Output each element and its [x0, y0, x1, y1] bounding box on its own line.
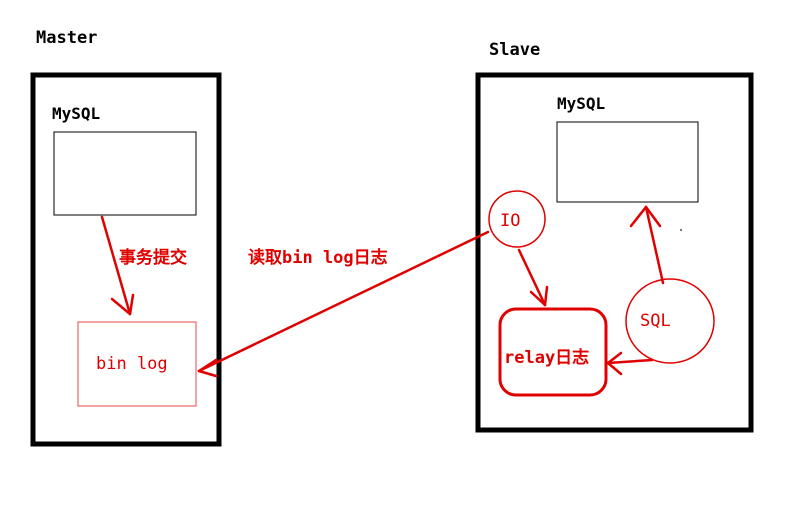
slave-mysql-label: MySQL	[557, 94, 606, 113]
sql-to-relay-arrow	[606, 351, 654, 376]
io-circle	[488, 190, 546, 248]
commit-label: 事务提交	[119, 248, 187, 268]
sql-label: SQL	[640, 311, 671, 331]
sql-circle	[625, 278, 715, 364]
binlog-label: bin log	[96, 354, 168, 374]
io-label: IO	[500, 211, 521, 231]
slave-title: Slave	[489, 40, 541, 60]
stray-dot	[680, 229, 682, 231]
commit-arrow	[100, 215, 135, 316]
master-container	[30, 72, 222, 447]
slave-mysql-box	[556, 121, 699, 203]
slave-container	[475, 72, 754, 433]
relay-log-label: relay日志	[504, 348, 590, 368]
master-mysql-box	[53, 131, 197, 216]
sql-to-mysql-arrow	[629, 205, 665, 285]
master-title: Master	[36, 28, 98, 48]
io-to-relay-arrow	[517, 248, 549, 307]
read-binlog-arrow	[197, 230, 490, 378]
relay-log-box	[498, 307, 608, 397]
binlog-box	[77, 321, 197, 407]
read-binlog-label: 读取bin log日志	[248, 248, 388, 268]
master-mysql-label: MySQL	[52, 104, 101, 123]
